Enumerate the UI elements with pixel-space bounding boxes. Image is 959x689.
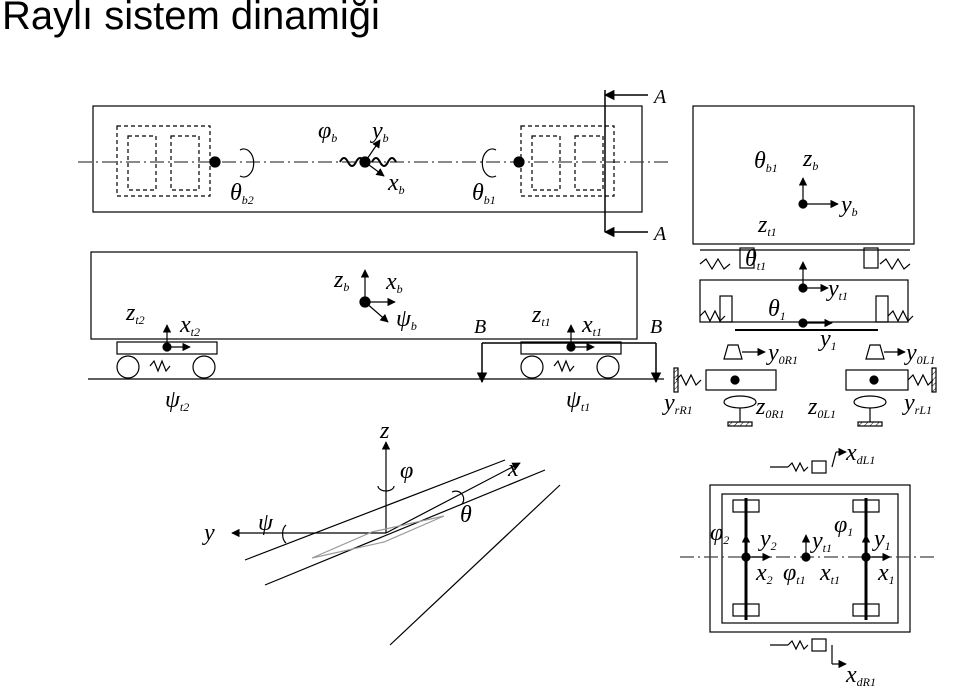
coord-y-label: y — [202, 520, 215, 546]
car-body-side-view — [88, 251, 664, 380]
end-y-rR1-label: yrR1 — [662, 390, 693, 417]
end-theta-b1-label: θb1 — [754, 148, 778, 175]
bogie-outline-left — [116, 125, 211, 197]
side-psi-b-label: ψb — [396, 306, 417, 333]
plan-x-2-label: x2 — [755, 560, 773, 587]
plan-x-t1-label: xt1 — [819, 560, 840, 587]
coord-z-label: z — [379, 418, 390, 444]
section-b-marker — [476, 342, 662, 384]
top-y-b-label: yb — [370, 118, 389, 145]
car-body-top-view — [78, 105, 668, 213]
section-a-marker — [603, 89, 648, 238]
bogie-side-left — [116, 324, 218, 379]
coord-psi-label: ψ — [258, 510, 274, 536]
bogie-side-right — [520, 324, 622, 379]
end-z-0L1-label: z0L1 — [807, 394, 836, 421]
plan-x-1-label: x1 — [877, 560, 895, 587]
plan-phi-2-label: φ2 — [710, 520, 729, 547]
end-y-0R1-label: y0R1 — [766, 340, 798, 367]
side-psi-t1-label: ψt1 — [566, 387, 590, 414]
side-psi-t2-label: ψt2 — [165, 387, 189, 414]
side-x-t1-label: xt1 — [581, 312, 602, 339]
bogie-outline-right — [520, 125, 615, 197]
end-theta-t1-label: θt1 — [745, 246, 766, 273]
top-theta-b2-label: θb2 — [230, 180, 254, 207]
section-a-bottom-label: A — [652, 223, 667, 245]
end-view-section — [673, 105, 937, 427]
end-y-rL1-label: yrL1 — [902, 390, 932, 417]
plan-y-2-label: y2 — [758, 526, 777, 553]
plan-y-t1-label: yt1 — [810, 528, 832, 555]
side-z-b-label: zb — [333, 267, 349, 294]
end-y-t1-label: yt1 — [826, 276, 848, 303]
end-theta-1-label: θ1 — [768, 296, 786, 323]
end-y-b-label: yb — [839, 192, 858, 219]
plan-phi-t1-label: φt1 — [783, 560, 806, 587]
side-z-t1-label: zt1 — [531, 302, 551, 329]
page-title: Raylı sistem dinamiği — [2, 0, 380, 38]
end-z-0R1-label: z0R1 — [755, 394, 785, 421]
end-y-0L1-label: y0L1 — [904, 340, 935, 367]
end-y-1-label: y1 — [818, 326, 837, 353]
top-x-b-label: xb — [387, 170, 405, 197]
top-phi-b-label: φb — [318, 118, 337, 145]
plan-x-dR1-label: xdR1 — [845, 662, 876, 689]
global-coordinate-system — [231, 441, 561, 646]
end-z-t1-label: zt1 — [757, 212, 777, 239]
end-z-b-label: zb — [802, 146, 818, 173]
bogie-plan-view — [680, 447, 938, 669]
side-z-t2-label: zt2 — [125, 300, 145, 327]
side-x-t2-label: xt2 — [179, 312, 200, 339]
plan-phi-1-label: φ1 — [834, 512, 853, 539]
side-x-b-label: xb — [385, 269, 403, 296]
top-theta-b1-label: θb1 — [472, 180, 496, 207]
section-b-left-label: B — [474, 316, 486, 338]
coord-theta-label: θ — [460, 502, 472, 528]
plan-y-1-label: y1 — [872, 526, 891, 553]
coord-phi-label: φ — [400, 458, 413, 484]
section-b-right-label: B — [650, 316, 662, 338]
plan-x-dL1-label: xdL1 — [845, 440, 875, 467]
coord-x-label: x — [507, 456, 519, 482]
section-a-top-label: A — [652, 86, 667, 108]
